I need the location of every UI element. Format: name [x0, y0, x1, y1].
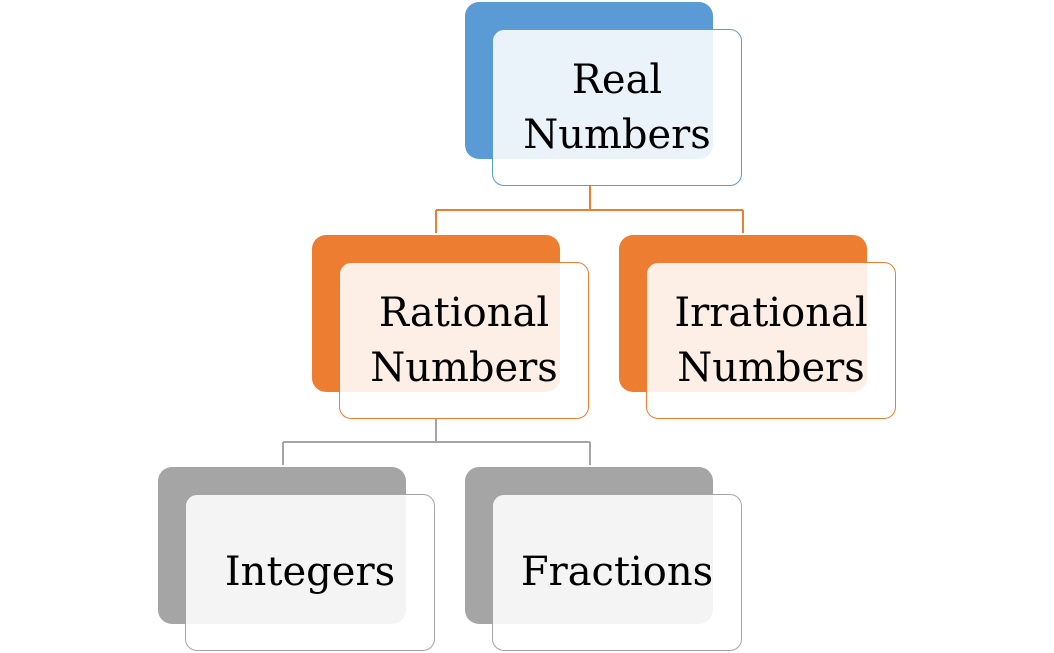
node-real-numbers-box: Real Numbers: [492, 29, 742, 186]
node-real-numbers-label-line2: Numbers: [523, 111, 711, 158]
node-rational-numbers-label-line1: Rational: [378, 289, 550, 336]
node-rational-numbers-box: Rational Numbers: [339, 262, 589, 419]
node-real-numbers-label-line1: Real: [571, 56, 663, 103]
node-rational-numbers-label-line2: Numbers: [370, 344, 558, 391]
node-irrational-numbers-label-line2: Numbers: [677, 344, 865, 391]
node-fractions-label: Fractions: [520, 549, 714, 595]
node-integers-label: Integers: [224, 549, 396, 595]
node-irrational-numbers-label-line1: Irrational: [674, 289, 868, 336]
connector-rational-to-level3: [282, 418, 591, 465]
node-irrational-numbers-box: Irrational Numbers: [646, 262, 896, 419]
connector-root-to-level2: [435, 186, 744, 233]
node-fractions-box: Fractions: [492, 494, 742, 651]
node-integers-box: Integers: [185, 494, 435, 651]
